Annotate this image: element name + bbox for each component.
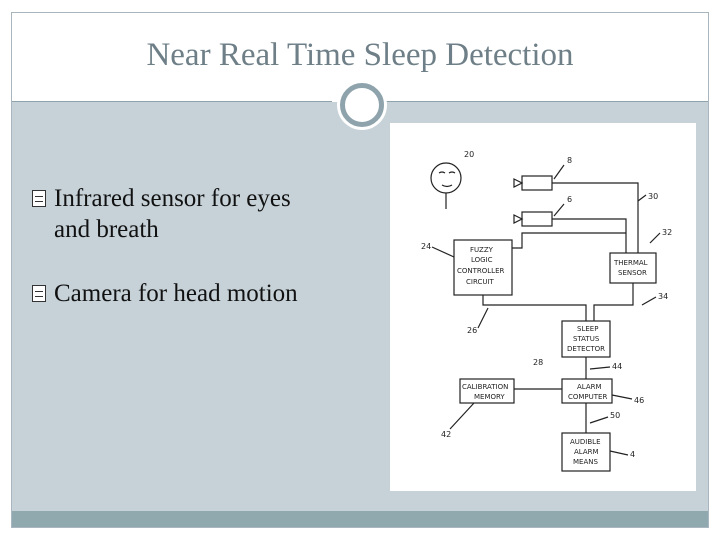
sensor-8 (513, 175, 553, 191)
page-bullet-icon (32, 190, 46, 207)
diagram-svg: 20 8 6 30 32 FUZZY L (421, 150, 672, 472)
ref-28: 28 (533, 358, 543, 367)
slide-title: Near Real Time Sleep Detection (146, 37, 574, 73)
ref-24: 24 (421, 242, 431, 251)
fuzzy-label-1: FUZZY (470, 246, 494, 254)
calibration-memory-box (459, 378, 515, 404)
head-figure (430, 162, 462, 209)
bullet-list: Infrared sensor for eyes and breath Came… (32, 183, 332, 342)
ref-6: 6 (567, 195, 572, 204)
fuzzy-label-4: CIRCUIT (466, 278, 495, 286)
ref-42: 42 (441, 430, 451, 439)
ref-46: 46 (634, 396, 644, 405)
ref-8: 8 (567, 156, 572, 165)
slide: Near Real Time Sleep Detection Infrared … (11, 12, 709, 528)
audible-label-2: ALARM (574, 448, 599, 456)
bullet-item: Camera for head motion (32, 278, 332, 309)
footer-band (12, 511, 708, 527)
ref-4: 4 (630, 450, 635, 459)
alarm-computer-label-2: COMPUTER (568, 393, 607, 401)
ref-32: 32 (662, 228, 672, 237)
ref-44: 44 (612, 362, 622, 371)
sleep-label-1: SLEEP (577, 325, 598, 333)
calib-label-1: CALIBRATION (462, 383, 508, 391)
thermal-label-2: SENSOR (618, 269, 647, 277)
audible-label-1: AUDIBLE (570, 438, 601, 446)
thermal-label-1: THERMAL (613, 259, 648, 267)
sleep-label-2: STATUS (573, 335, 600, 343)
ref-26: 26 (467, 326, 477, 335)
audible-label-3: MEANS (573, 458, 598, 466)
divider-circle-ornament (340, 83, 384, 127)
audible-alarm-box (561, 432, 611, 472)
title-divider-right (384, 101, 708, 102)
ref-20: 20 (464, 150, 474, 159)
alarm-computer-label-1: ALARM (577, 383, 602, 391)
ref-30: 30 (648, 192, 658, 201)
sleep-status-detector-box (561, 320, 611, 358)
patent-diagram: 20 8 6 30 32 FUZZY L (390, 123, 696, 491)
bullet-text: Infrared sensor for eyes and breath (54, 185, 291, 243)
page-bullet-icon (32, 285, 46, 302)
alarm-computer-box (561, 378, 613, 404)
fuzzy-label-3: CONTROLLER (457, 267, 505, 275)
fuzzy-label-2: LOGIC (471, 256, 493, 264)
bullet-text: Camera for head motion (54, 280, 298, 307)
sleep-label-3: DETECTOR (567, 345, 605, 353)
calib-label-2: MEMORY (474, 393, 505, 401)
thermal-sensor-box (609, 252, 657, 284)
title-divider-left (12, 101, 332, 102)
bullet-item: Infrared sensor for eyes and breath (32, 183, 332, 245)
sensor-6 (513, 211, 553, 227)
ref-50: 50 (610, 411, 620, 420)
ref-34: 34 (658, 292, 668, 301)
